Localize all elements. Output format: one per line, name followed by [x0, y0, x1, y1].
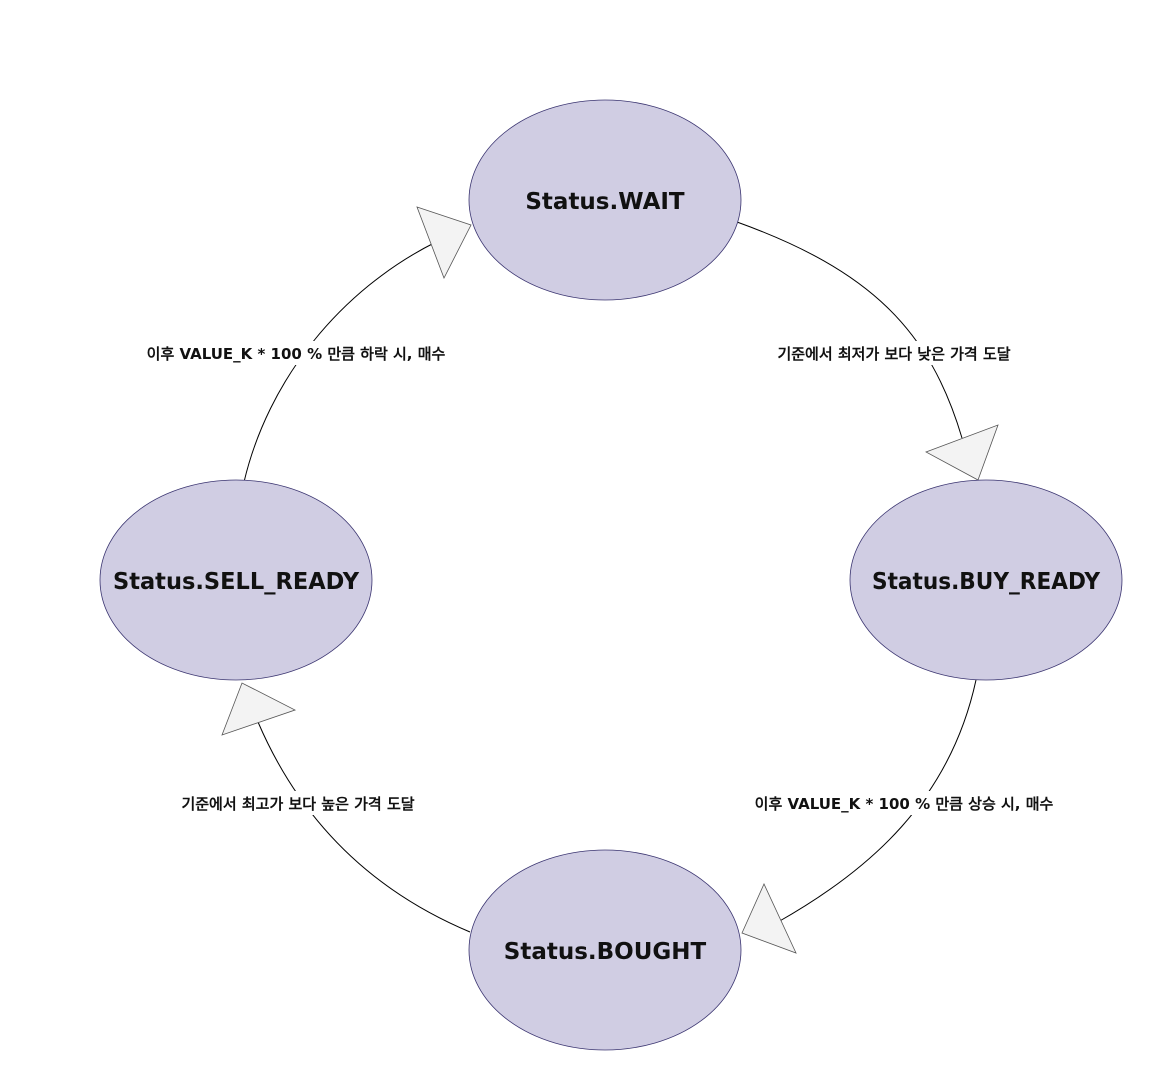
- state-label-bought: Status.BOUGHT: [504, 939, 707, 965]
- state-node-wait: Status.WAIT: [468, 99, 742, 301]
- state-label-sell-ready: Status.SELL_READY: [113, 569, 359, 595]
- state-ellipse: [468, 849, 742, 1051]
- edge-label-wait-to-buy-ready: 기준에서 최저가 보다 낮은 가격 도달: [777, 345, 1010, 363]
- edge-label-buy-ready-to-bought: 이후 VALUE_K * 100 % 만큼 상승 시, 매수: [755, 795, 1054, 813]
- edge-label-bought-to-sell-ready: 기준에서 최고가 보다 높은 가격 도달: [181, 795, 414, 813]
- edge-wait-to-buy-ready: [736, 221, 999, 481]
- edge-label-sell-ready-to-wait: 이후 VALUE_K * 100 % 만큼 하락 시, 매수: [147, 345, 446, 363]
- arrow-head-icon: [416, 206, 472, 279]
- edge-bought-to-sell-ready: [221, 682, 471, 933]
- edge-label-bought-to-sell-ready-group: 기준에서 최고가 보다 높은 가격 도달: [153, 791, 443, 815]
- arrow-head-icon: [925, 424, 999, 481]
- state-ellipse: [468, 99, 742, 301]
- edge-label-sell-ready-to-wait-group: 이후 VALUE_K * 100 % 만큼 하락 시, 매수: [118, 341, 474, 365]
- state-node-sell-ready: Status.SELL_READY: [99, 479, 373, 681]
- edge-line: [736, 221, 963, 439]
- arrow-head-icon: [741, 883, 797, 954]
- edge-label-buy-ready-to-bought-group: 이후 VALUE_K * 100 % 만큼 상승 시, 매수: [730, 791, 1078, 815]
- edge-line: [257, 721, 471, 933]
- state-ellipse: [99, 479, 373, 681]
- state-ellipse: [849, 479, 1123, 681]
- arrow-head-icon: [221, 682, 297, 736]
- edge-buy-ready-to-bought: [741, 679, 977, 954]
- edge-line: [777, 679, 977, 923]
- state-label-buy-ready: Status.BUY_READY: [872, 569, 1100, 595]
- state-label-wait: Status.WAIT: [525, 189, 685, 215]
- state-node-bought: Status.BOUGHT: [468, 849, 742, 1051]
- edge-label-wait-to-buy-ready-group: 기준에서 최저가 보다 낮은 가격 도달: [750, 341, 1038, 365]
- state-node-buy-ready: Status.BUY_READY: [849, 479, 1123, 681]
